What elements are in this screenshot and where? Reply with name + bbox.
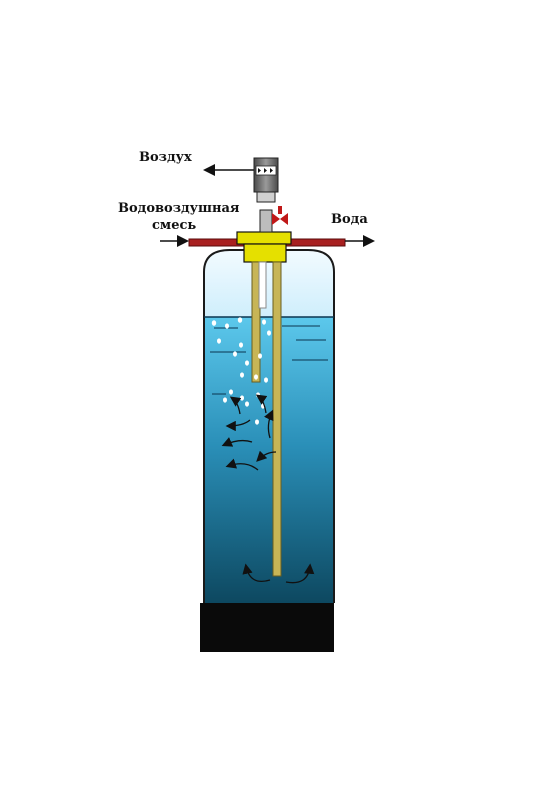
water-ripples (210, 325, 328, 395)
air-bubbles (211, 317, 271, 425)
valve-stem (259, 209, 273, 233)
water-label: Вода (331, 212, 368, 227)
red-valve-icon (272, 213, 288, 225)
tank-air-space (204, 250, 334, 317)
circulation-arrows (221, 394, 315, 584)
tank (200, 249, 335, 652)
air-tube (251, 261, 261, 383)
distributor-tube (272, 261, 282, 577)
water-air-mixture-label-line2: смесь (152, 218, 197, 233)
air-valve (253, 157, 288, 233)
water-air-mixture-label: Водовоздушная (118, 201, 240, 216)
valve-fitting (256, 191, 276, 203)
distribution-head (236, 231, 292, 263)
tank-base (200, 603, 334, 652)
inner-tube (258, 261, 267, 309)
flow-arrows (160, 164, 375, 247)
air-label: Воздух (139, 150, 192, 165)
